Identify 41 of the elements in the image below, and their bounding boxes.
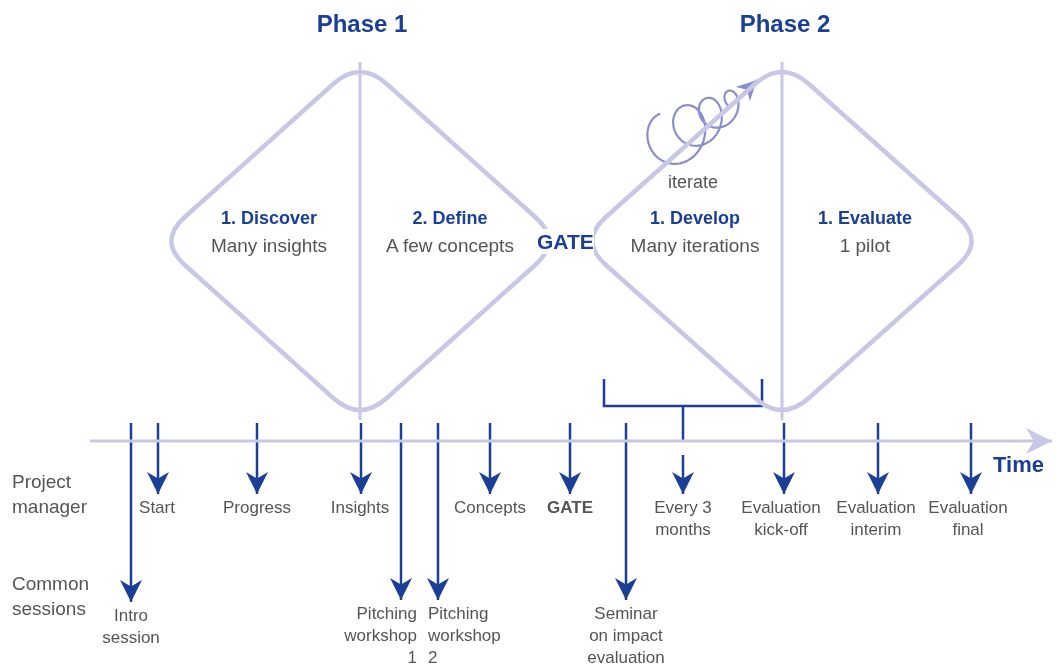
milestone-arrow [960,423,982,494]
milestone-label: Concepts [453,497,527,519]
stage-description: Many insights [210,235,328,257]
milestone-label: Evaluation kick-off [740,497,822,541]
milestone-label: Start [138,497,176,519]
milestone-label: Seminar on impact evaluation [586,603,666,665]
milestone-arrow [615,423,637,600]
milestone-arrow [479,423,501,494]
milestone-arrow [350,423,372,494]
stage-title: 1. Develop [649,208,740,229]
phase-heading: Phase 1 [315,10,409,38]
milestone-label: Every 3 months [653,497,713,541]
milestone-label: Insights [329,497,391,519]
milestone-arrow [672,455,694,494]
stage-title: 1. Discover [220,208,318,229]
milestone-label: Pitching workshop 1 [343,603,417,665]
milestone-label: Intro session [101,605,161,649]
stage-description: A few concepts [386,235,514,257]
milestone-arrow [427,423,449,600]
milestone-arrow [559,423,581,494]
stage-title: 2. Define [412,208,488,229]
axis-label: Time [993,452,1044,477]
milestone-label: Progress [222,497,292,519]
milestone-arrow [867,423,889,494]
milestone-label: Pitching workshop 2 [428,603,502,665]
stage-description: 1 pilot [839,235,891,257]
milestone-arrow [147,423,169,494]
row-label: Common sessions [12,572,91,621]
milestone-arrow [773,423,795,494]
milestone-arrow [390,423,412,600]
phase-heading: Phase 2 [738,10,832,38]
gate-label: GATE [537,229,594,254]
milestone-label: Evaluation interim [835,497,917,541]
stage-description: Many iterations [630,235,760,257]
row-label: Project manager [12,470,88,519]
iterate-label: iterate [668,171,719,194]
stage-title: 1. Evaluate [817,208,913,229]
milestone-label: Evaluation final [927,497,1009,541]
milestone-arrow [246,423,268,494]
milestone-label: GATE [546,497,594,519]
milestone-arrow [120,423,142,602]
